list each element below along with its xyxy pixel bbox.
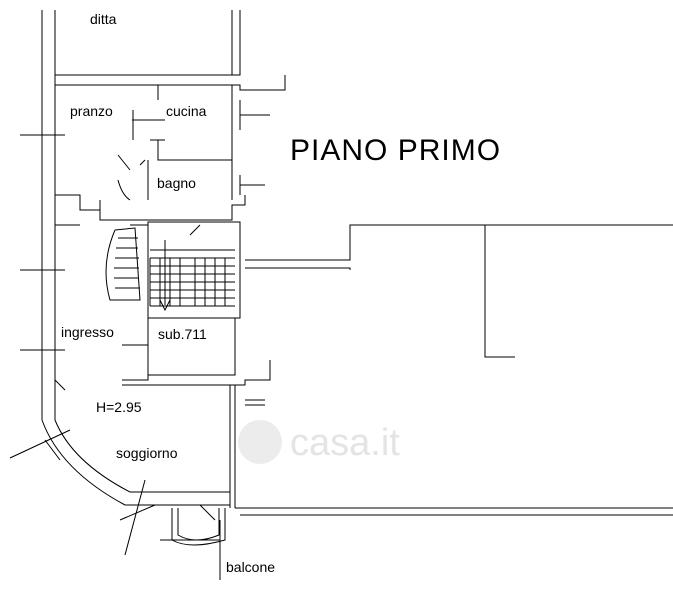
wall-pranzo-bottom (55, 194, 246, 221)
ceiling-height: H=2.95 (96, 399, 142, 415)
stair-curve-steps (114, 237, 140, 289)
stair-outline (130, 221, 241, 319)
wall-sub711 (122, 318, 236, 376)
wall-soggiorno-right (229, 385, 236, 508)
wall-bottom (125, 491, 673, 516)
watermark-house-icon (238, 420, 282, 464)
room-label-cucina: cucina (166, 103, 207, 119)
stair-arrow (159, 224, 201, 312)
wall-pranzo-top (55, 75, 286, 91)
balcone-outline (171, 508, 226, 546)
wall-partition (132, 85, 232, 161)
room-label-ingresso: ingresso (61, 324, 114, 340)
room-label-sub711: sub.711 (158, 326, 207, 342)
stair-curve (105, 227, 141, 301)
watermark: casa.it (290, 422, 400, 464)
outer-wall-left (41, 10, 126, 506)
wall-bagno (117, 159, 149, 201)
wall-ingresso (55, 224, 271, 386)
window-marks (9, 100, 270, 580)
wall-ditta (55, 10, 241, 76)
door-swings (54, 110, 134, 391)
outer-wall-curve (54, 80, 131, 493)
plan-title: PIANO PRIMO (290, 134, 502, 167)
room-label-soggiorno: soggiorno (116, 445, 178, 461)
room-label-pranzo: pranzo (70, 103, 113, 119)
right-wall-lower (245, 399, 265, 406)
stair-steps (149, 249, 235, 307)
room-label-ditta: ditta (90, 11, 117, 27)
right-building (245, 224, 673, 358)
room-label-balcone: balcone (226, 559, 276, 575)
room-label-bagno: bagno (157, 175, 196, 191)
